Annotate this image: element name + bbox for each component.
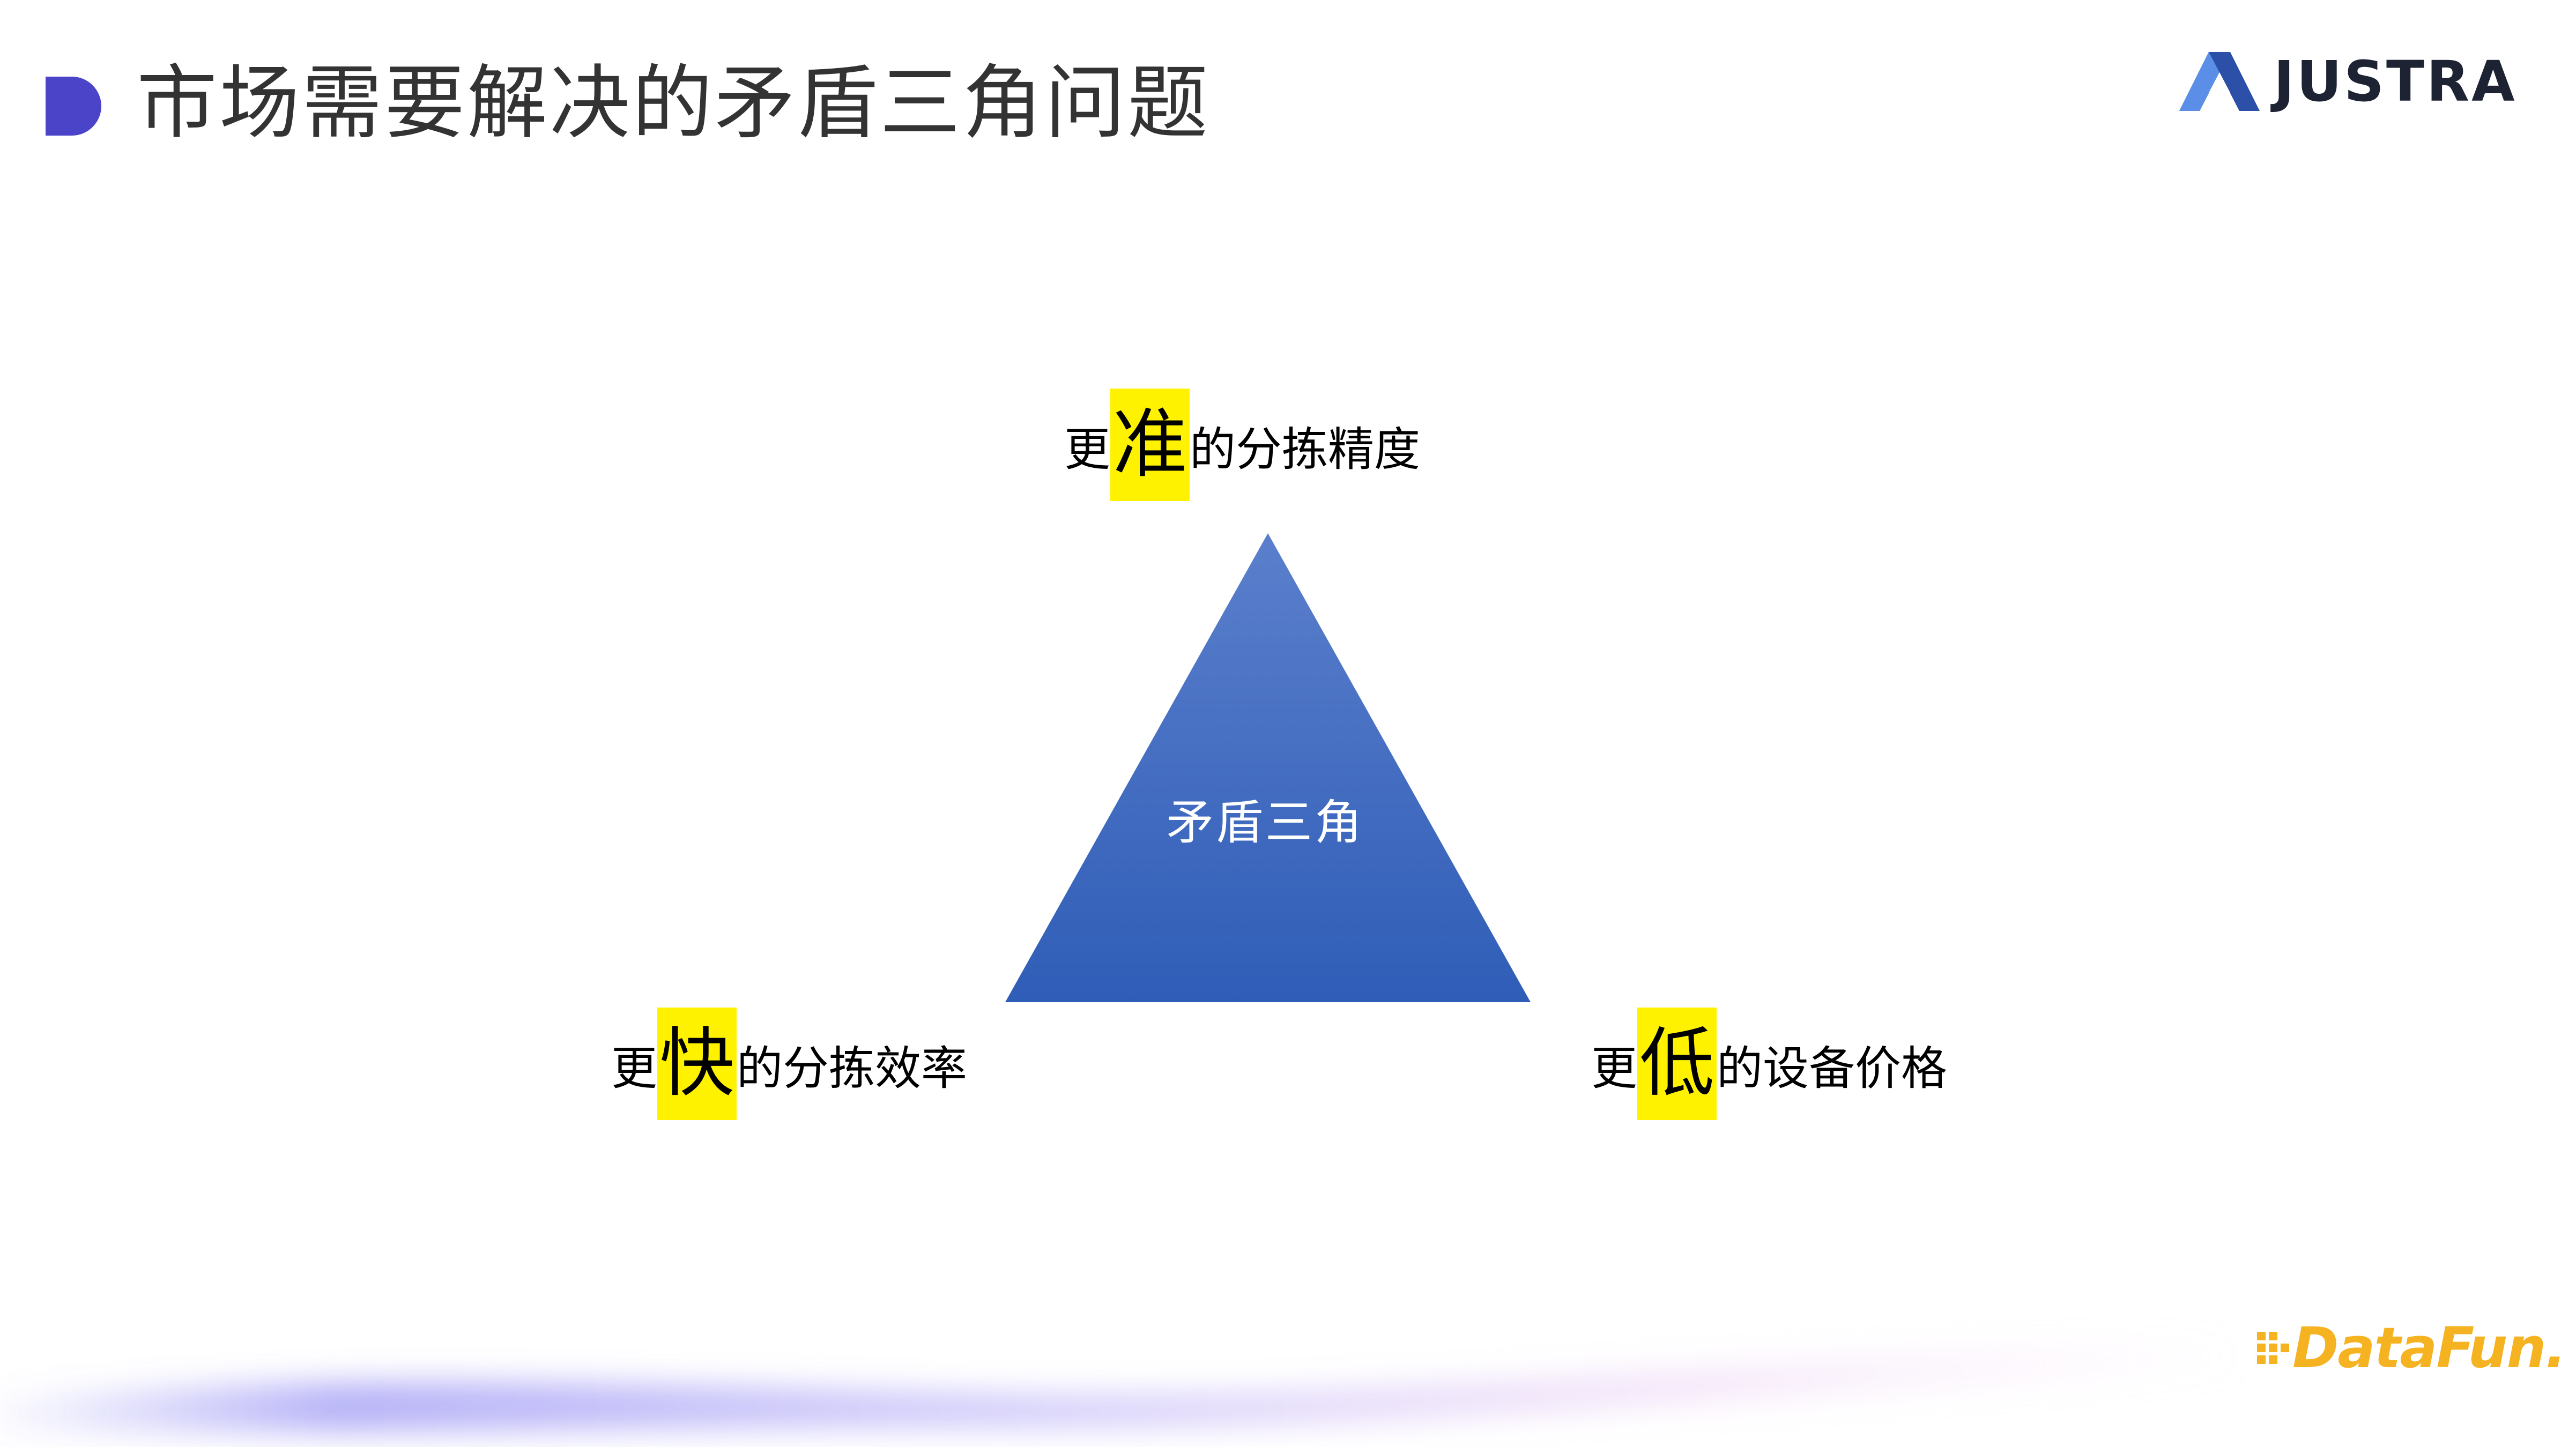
page-title: 市场需要解决的矛盾三角问题 xyxy=(137,57,1211,150)
vertex-label-efficiency: 更快的分拣效率 xyxy=(611,1008,967,1120)
contradiction-triangle xyxy=(1005,533,1531,1002)
datafun-logo-text: DataFun. xyxy=(2292,1315,2566,1381)
datafun-pixel-logo-icon xyxy=(2257,1332,2289,1364)
vertex-prefix: 更 xyxy=(1591,1041,1637,1095)
justra-logo: JUSTRA xyxy=(2179,49,2517,114)
vertex-label-price: 更低的设备价格 xyxy=(1591,1008,1947,1120)
triangle-center-label: 矛盾三角 xyxy=(1166,795,1364,850)
justra-a-logo-icon xyxy=(2179,52,2260,111)
decorative-wave xyxy=(0,1340,2252,1433)
title-marker xyxy=(46,77,101,136)
vertex-label-accuracy: 更准的分拣精度 xyxy=(1064,389,1420,501)
vertex-suffix: 的分拣效率 xyxy=(737,1041,968,1095)
datafun-logo: DataFun. xyxy=(2257,1308,2566,1388)
vertex-suffix: 的设备价格 xyxy=(1717,1041,1948,1095)
vertex-highlight: 准 xyxy=(1110,389,1190,501)
justra-logo-text: JUSTRA xyxy=(2274,49,2517,114)
vertex-highlight: 低 xyxy=(1637,1008,1717,1120)
vertex-prefix: 更 xyxy=(1064,422,1110,476)
vertex-prefix: 更 xyxy=(611,1041,657,1095)
vertex-highlight: 快 xyxy=(657,1008,737,1120)
vertex-suffix: 的分拣精度 xyxy=(1190,422,1421,476)
